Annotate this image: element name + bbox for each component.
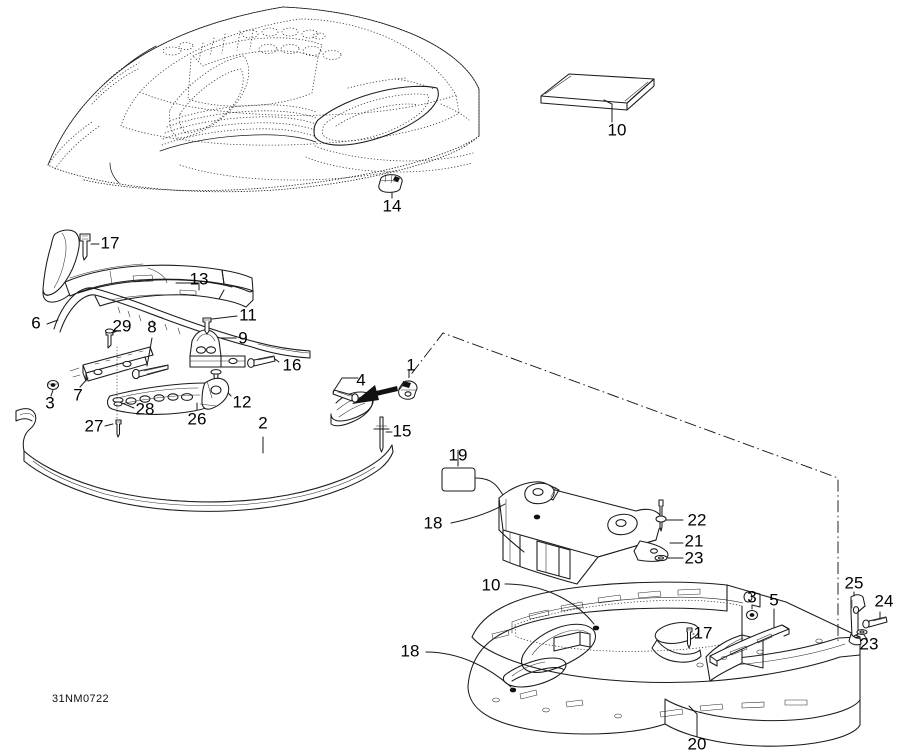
callout-10: 10 [608,120,627,139]
nut-part3-right [745,609,759,621]
callout-20: 20 [688,734,707,753]
hood-clip-part14 [378,174,403,193]
callout-14: 14 [383,196,402,215]
callout-2: 2 [258,413,267,432]
callout-5: 5 [769,590,778,609]
callout-3: 3 [45,393,54,412]
decal-part19 [441,467,476,492]
support-brace-part26 [107,377,230,415]
callout-labels: 1 2 3 4 5 6 7 8 9 10 11 12 13 14 15 16 1… [31,120,893,753]
leader-28 [121,402,135,409]
rod-assembly-center [330,391,374,427]
callout-18-pan: 18 [401,641,420,660]
callout-11: 11 [239,305,257,324]
screw-part8 [131,364,169,380]
callout-29: 29 [113,316,132,335]
leader-3-left [50,389,54,397]
insulation-panel-part10 [540,73,655,111]
washer-part23-hook [856,629,868,635]
callout-17-pan: 17 [694,623,713,642]
callout-3-pan: 3 [747,587,756,606]
air-duct-part21 [498,481,669,585]
leader-10-insulation [603,99,613,123]
nut-part3-left [46,379,60,391]
callout-28: 28 [136,399,155,418]
leader-23-hook [863,634,868,640]
side-rail-part5 [709,624,790,667]
callout-17: 17 [101,233,120,252]
callout-18: 18 [424,513,443,532]
callout-25: 25 [845,573,864,592]
callout-7: 7 [73,385,82,404]
screw-part17-upper [79,233,91,261]
leader-18-duct [450,503,506,524]
callout-12: 12 [233,392,252,411]
leader-29 [111,330,118,334]
callout-26: 26 [188,409,207,428]
screw-part22 [655,499,667,532]
hood-assembly [47,6,480,193]
leader-27 [104,423,114,427]
leader-7 [79,377,89,388]
upper-seal-part6 [53,287,311,359]
callout-21: 21 [685,531,704,550]
pointer-arrow-1 [372,386,398,397]
screw-part27 [115,419,122,438]
callout-15: 15 [393,421,412,440]
callout-9: 9 [238,328,247,347]
long-seal-part2 [15,408,394,512]
leader-18-pan [425,651,512,688]
callout-16: 16 [283,355,302,374]
leader-19-to-part [475,477,505,498]
screw-part11 [202,317,212,335]
leader-6 [46,319,59,325]
screw-part16 [247,355,276,368]
leader-11 [211,315,238,320]
washer-part28 [112,397,124,407]
screw-part4 [332,389,359,403]
air-deflector-part13 [42,229,254,308]
leader-8 [146,337,153,367]
callout-6: 6 [31,313,40,332]
callout-13: 13 [190,269,209,288]
screw-part17-lower [686,627,693,649]
pin-part15 [373,416,390,453]
callout-19: 19 [449,445,468,464]
callout-4: 4 [356,370,365,389]
drawing-code: 31NM0722 [52,693,109,705]
callout-23: 23 [685,548,704,567]
leader-16 [274,358,280,363]
leader-10-pan [504,583,595,625]
leader-20 [688,705,698,738]
latch-bracket-part9 [189,329,246,368]
leader-4 [332,377,359,393]
callout-10-pan: 10 [482,575,501,594]
callout-8: 8 [147,317,156,336]
callout-22: 22 [688,510,707,529]
callout-24: 24 [875,591,894,610]
arrowhead-1 [352,385,379,404]
callout-23-hook: 23 [860,634,879,653]
callout-1: 1 [406,355,415,374]
leader-13 [175,282,200,291]
washer-part23-duct [654,554,668,562]
callout-27: 27 [85,416,104,435]
